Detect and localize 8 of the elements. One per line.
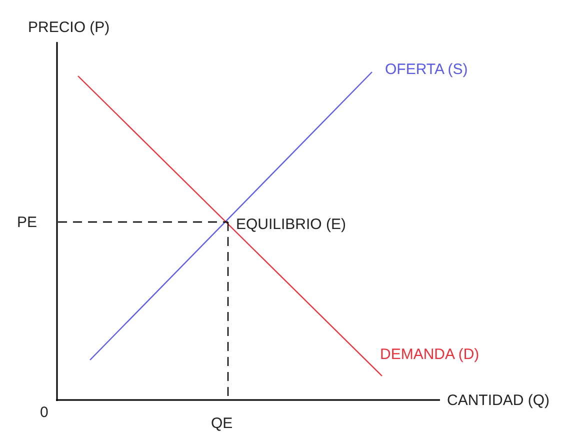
axis-label: EQUILIBRIO (E) (236, 217, 346, 232)
axis-label: CANTIDAD (Q) (447, 393, 550, 408)
axis-label: PE (17, 215, 38, 230)
axis-label: OFERTA (S) (385, 62, 468, 77)
axis-label: DEMANDA (D) (380, 347, 480, 362)
axis-label: 0 (40, 405, 48, 420)
axis-label: PRECIO (P) (28, 20, 110, 35)
axis-label: QE (211, 416, 233, 431)
